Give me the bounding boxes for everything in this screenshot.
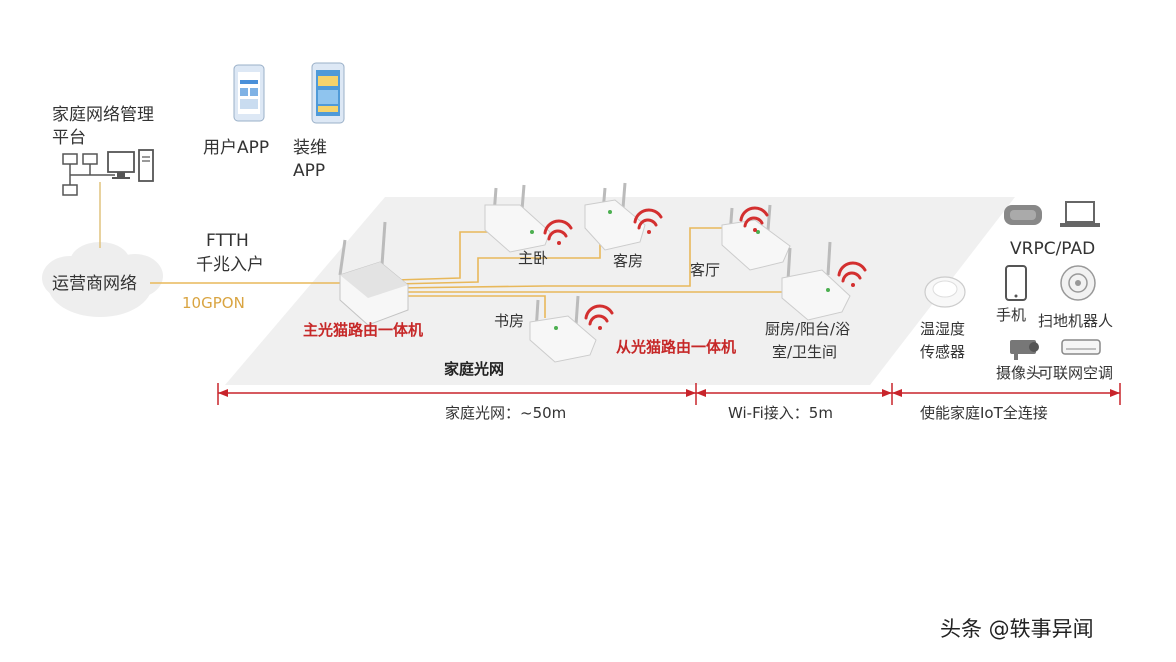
room-study: 书房 [494, 312, 524, 330]
slave-router-label: 从光猫路由一体机 [616, 338, 736, 356]
phone-icon [1005, 265, 1027, 301]
main-router-label: 主光猫路由一体机 [303, 321, 423, 339]
network-topology-icon [62, 153, 115, 196]
wifi-icon-kitchen [837, 261, 867, 287]
router-kitchen [781, 241, 851, 321]
operator-cloud [42, 242, 163, 317]
ftth-label: FTTH [206, 231, 249, 251]
dimension-wifi-label: Wi-Fi接入：5m [728, 404, 833, 422]
room-kitchen-line2: 室/卫生间 [772, 343, 837, 361]
router-guest-room [584, 182, 646, 251]
router-master-bedroom [484, 184, 551, 253]
computer-icon [107, 149, 154, 182]
robot-label: 扫地机器人 [1038, 312, 1113, 330]
home-floor-plane [225, 197, 1015, 385]
temperature-sensor-icon [924, 276, 966, 308]
user-app-phone-icon [233, 64, 265, 122]
phone-label: 手机 [996, 306, 1026, 324]
room-master-bedroom: 主卧 [518, 249, 548, 267]
wifi-icon-guest [633, 208, 663, 234]
10gpon-label: 10GPON [182, 294, 245, 312]
dimension-fiber-label: 家庭光网：~50m [445, 404, 566, 422]
wifi-icon-study [584, 304, 614, 330]
sensor-label-line2: 传感器 [920, 343, 965, 361]
dimension-iot-label: 使能家庭IoT全连接 [920, 404, 1048, 422]
ac-label: 可联网空调 [1038, 364, 1113, 382]
wifi-icon-master [543, 219, 573, 245]
dimension-line [217, 383, 1121, 405]
install-app-label-line2: APP [293, 161, 325, 181]
gigabit-label: 千兆入户 [196, 255, 264, 275]
management-title-line2: 平台 [52, 128, 86, 148]
laptop-icon [1060, 201, 1100, 227]
install-app-phone-icon [311, 62, 345, 124]
user-app-label: 用户APP [203, 138, 269, 158]
sensor-label-line1: 温湿度 [920, 320, 965, 338]
air-conditioner-icon [1061, 339, 1101, 355]
router-living-room [721, 204, 791, 271]
vr-headset-icon [1004, 205, 1042, 225]
operator-network-label: 运营商网络 [52, 274, 137, 294]
install-app-label-line1: 装维 [293, 138, 327, 158]
robot-vacuum-icon [1060, 265, 1096, 301]
fiber-lines [150, 227, 800, 318]
watermark: 头条 @轶事异闻 [940, 617, 1094, 641]
management-title-line1: 家庭网络管理 [52, 105, 154, 125]
router-study [529, 295, 597, 363]
main-router-icon [338, 221, 409, 326]
vr-pc-pad-label: VRPC/PAD [1010, 239, 1095, 259]
wifi-icon-living [739, 206, 769, 232]
room-kitchen-line1: 厨房/阳台/浴 [765, 320, 850, 338]
home-fiber-label: 家庭光网 [444, 360, 504, 378]
camera-icon [1010, 340, 1039, 360]
room-guest-room: 客房 [613, 252, 643, 270]
room-living-room: 客厅 [690, 261, 720, 279]
camera-label: 摄像头 [996, 364, 1041, 382]
